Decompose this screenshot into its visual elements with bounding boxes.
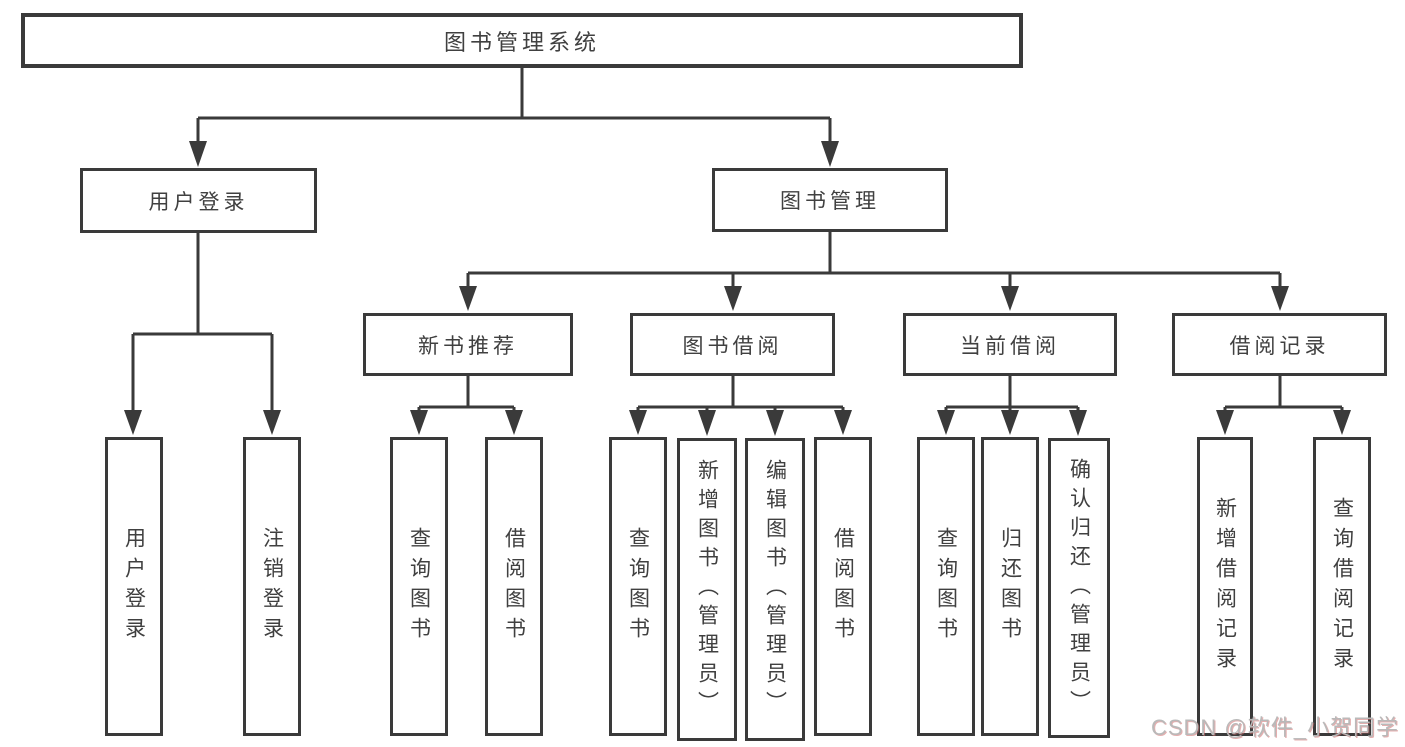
leaf-query-book-cb: 查询图书 (917, 437, 975, 736)
leaf-query-borrow-record: 查询借阅记录 (1313, 437, 1371, 736)
leaf-return-book: 归还图书 (981, 437, 1039, 736)
leaf-query-book-nbr: 查询图书 (390, 437, 448, 736)
node-root: 图书管理系统 (21, 13, 1023, 68)
node-book-management: 图书管理 (712, 168, 948, 232)
node-borrow-record-label: 借阅记录 (1229, 334, 1330, 358)
node-root-label: 图书管理系统 (443, 29, 600, 55)
leaf-edit-book-admin: 编辑图书（管理员） (745, 438, 805, 741)
leaf-borrow-book-nbr-label: 借阅图书 (502, 526, 526, 647)
leaf-confirm-return-admin: 确认归还（管理员） (1048, 438, 1110, 738)
leaf-return-book-label: 归还图书 (998, 526, 1022, 647)
leaf-add-book-admin-label: 新增图书（管理员） (695, 459, 719, 720)
leaf-borrow-book-bb: 借阅图书 (814, 437, 872, 736)
leaf-query-borrow-record-label: 查询借阅记录 (1330, 496, 1354, 677)
leaf-borrow-book-bb-label: 借阅图书 (831, 526, 855, 647)
leaf-query-book-nbr-label: 查询图书 (407, 526, 431, 647)
node-user-login-label: 用户登录 (148, 190, 249, 214)
node-book-borrow-label: 图书借阅 (682, 334, 783, 358)
node-user-login: 用户登录 (80, 168, 317, 233)
leaf-add-borrow-record: 新增借阅记录 (1197, 437, 1253, 736)
node-book-borrow: 图书借阅 (630, 313, 835, 376)
arrowheads (124, 141, 1351, 436)
leaf-add-book-admin: 新增图书（管理员） (677, 438, 737, 741)
leaf-user-login-label: 用户登录 (122, 526, 146, 647)
node-new-book-recommend: 新书推荐 (363, 313, 573, 376)
leaf-query-book-cb-label: 查询图书 (934, 526, 958, 647)
node-current-borrow: 当前借阅 (903, 313, 1117, 376)
leaf-query-book-bb: 查询图书 (609, 437, 667, 736)
leaf-edit-book-admin-label: 编辑图书（管理员） (763, 459, 787, 720)
leaf-borrow-book-nbr: 借阅图书 (485, 437, 543, 736)
node-current-borrow-label: 当前借阅 (960, 334, 1060, 358)
node-new-book-recommend-label: 新书推荐 (418, 334, 518, 358)
csdn-watermark: CSDN @软件_小贺同学 (1150, 715, 1399, 740)
node-book-management-label: 图书管理 (780, 190, 880, 213)
leaf-logout-label: 注销登录 (260, 526, 284, 647)
leaf-logout: 注销登录 (243, 437, 301, 736)
leaf-query-book-bb-label: 查询图书 (626, 526, 650, 647)
leaf-user-login: 用户登录 (105, 437, 163, 736)
leaf-confirm-return-admin-label: 确认归还（管理员） (1067, 457, 1091, 719)
node-borrow-record: 借阅记录 (1172, 313, 1387, 376)
leaf-add-borrow-record-label: 新增借阅记录 (1213, 496, 1237, 677)
